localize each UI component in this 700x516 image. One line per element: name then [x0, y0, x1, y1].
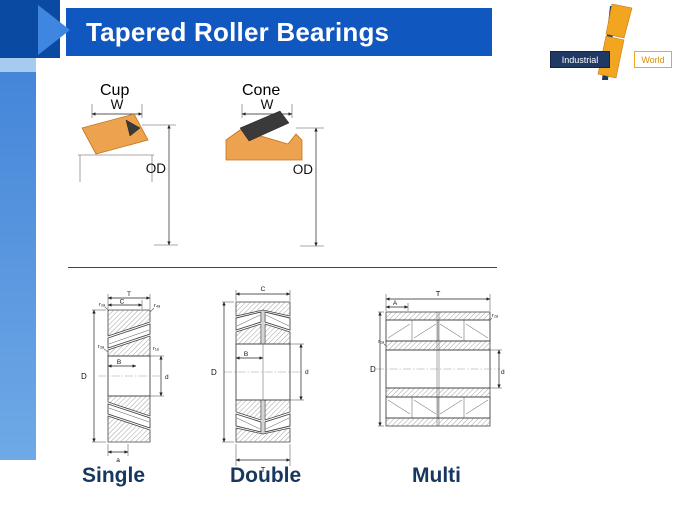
cup-raceway-mark — [125, 119, 141, 137]
single-bearing-diagram: T C B a D — [81, 291, 169, 464]
single-roller-top-axis — [108, 329, 150, 345]
cup-od-label: OD — [146, 161, 167, 176]
cone-od-dimension: OD — [293, 127, 324, 247]
caption-double: Double — [230, 464, 302, 487]
multi-bearing-diagram: T A D — [370, 289, 505, 427]
single-cone-bottom — [107, 395, 151, 417]
logo-world-label: World — [634, 51, 672, 68]
double-roller-top-right-axis — [265, 314, 290, 327]
double-bore-diameter-label: d — [305, 369, 309, 376]
single-t-dimension: T — [107, 291, 151, 309]
title-bar: Tapered Roller Bearings — [66, 8, 492, 56]
single-roller-top — [107, 323, 151, 349]
single-a-dimension: a — [107, 444, 129, 464]
multi-cone-strip-bottom — [385, 387, 491, 398]
multi-r-left-label: r₁ₐ — [378, 339, 385, 345]
single-roller-bottom-axis — [108, 407, 150, 423]
multi-outer-diameter-label: D — [370, 365, 376, 374]
multi-r-right-label: r₂ₐ — [492, 313, 499, 319]
multi-cup-strip-top — [385, 311, 491, 321]
double-outer-diameter-label: D — [211, 368, 217, 377]
double-cup-top — [235, 301, 291, 317]
logo-ribbon-icon — [597, 4, 633, 80]
section-divider — [68, 267, 497, 268]
logo-industrial-label: Industrial — [550, 51, 610, 68]
multi-bore-diameter-label: d — [501, 369, 505, 376]
single-b-dimension: B — [107, 359, 137, 368]
cup-od-dimension: OD — [142, 124, 178, 246]
cone-diagram: W OD — [225, 98, 324, 247]
single-radius-labels: r₂ₐ r₄ₐ r₃ₐ r₁ₐ — [98, 302, 161, 353]
single-roller-bottom — [107, 403, 151, 429]
single-c-dimension: C — [107, 299, 143, 309]
single-bore-diameter-dimension: d — [150, 355, 169, 397]
double-b-label: B — [244, 351, 248, 358]
double-roller-top-left-axis — [236, 314, 261, 327]
double-cup-bottom — [235, 427, 291, 443]
cone-w-label: W — [261, 98, 274, 112]
double-roller-bottom-left-axis — [236, 417, 261, 430]
cone-od-label: OD — [293, 162, 314, 177]
double-roller-bottom-right — [264, 413, 291, 433]
cup-ring-shape — [81, 113, 149, 155]
cone-w-dimension: W — [241, 98, 293, 118]
double-c-label: C — [261, 286, 266, 293]
cone-label: Cone — [242, 82, 281, 99]
multi-cup-strip-bottom — [385, 417, 491, 427]
single-r-mid-right-label: r₁ₐ — [153, 346, 160, 352]
caption-single: Single — [82, 464, 146, 487]
single-outer-diameter-label: D — [81, 372, 87, 381]
company-logo: Industrial World — [548, 4, 674, 84]
single-cup-bottom — [107, 415, 151, 443]
multi-radius-labels: r₂ₐ r₁ₐ — [378, 313, 499, 347]
single-a-label: a — [116, 457, 120, 464]
double-roller-top-right — [264, 311, 291, 331]
single-r-top-left-label: r₂ₐ — [99, 302, 106, 308]
multi-t-dimension: T — [385, 289, 491, 311]
single-t-label: T — [127, 291, 131, 298]
single-b-label: B — [117, 359, 121, 366]
left-decorative-band — [0, 0, 36, 460]
multi-t-label: T — [436, 289, 441, 298]
cup-label: Cup — [100, 82, 130, 99]
cup-baseline — [78, 154, 154, 182]
cone-ring-shape — [225, 129, 303, 161]
double-cone-bottom-left — [235, 399, 262, 421]
double-t-label: T — [261, 465, 266, 474]
cup-diagram: W OD — [78, 98, 178, 246]
single-r-top-right-label: r₄ₐ — [154, 303, 161, 309]
double-bearing-diagram: C B d D — [211, 286, 309, 474]
double-cone-bottom-right — [264, 399, 291, 421]
logo-ribbon-upper — [605, 4, 633, 39]
double-roller-bottom-right-axis — [265, 417, 290, 430]
multi-a-label: A — [393, 300, 398, 307]
single-c-label: C — [120, 299, 125, 306]
slide-title: Tapered Roller Bearings — [86, 16, 390, 47]
double-bore-diameter-dimension: d — [290, 343, 309, 401]
multi-bore-diameter-dimension: d — [490, 349, 505, 389]
multi-cone-strip-top — [385, 340, 491, 351]
single-outer-diameter-dimension: D — [81, 309, 106, 443]
double-c-dimension: C — [235, 286, 291, 301]
multi-a-dimension: A — [385, 300, 409, 311]
double-roller-top-left — [235, 311, 262, 331]
double-b-dimension: B — [235, 351, 264, 360]
double-roller-bottom-left — [235, 413, 262, 433]
single-cup-top — [107, 309, 151, 337]
multi-outer-diameter-dimension: D — [370, 311, 384, 427]
caption-multi: Multi — [412, 464, 461, 487]
single-r-mid-left-label: r₃ₐ — [98, 344, 105, 350]
double-outer-diameter-dimension: D — [211, 301, 234, 443]
cone-roller-shape — [239, 110, 290, 142]
cup-w-label: W — [111, 98, 124, 112]
single-bore-diameter-label: d — [165, 374, 169, 381]
double-t-dimension: T — [235, 444, 291, 474]
